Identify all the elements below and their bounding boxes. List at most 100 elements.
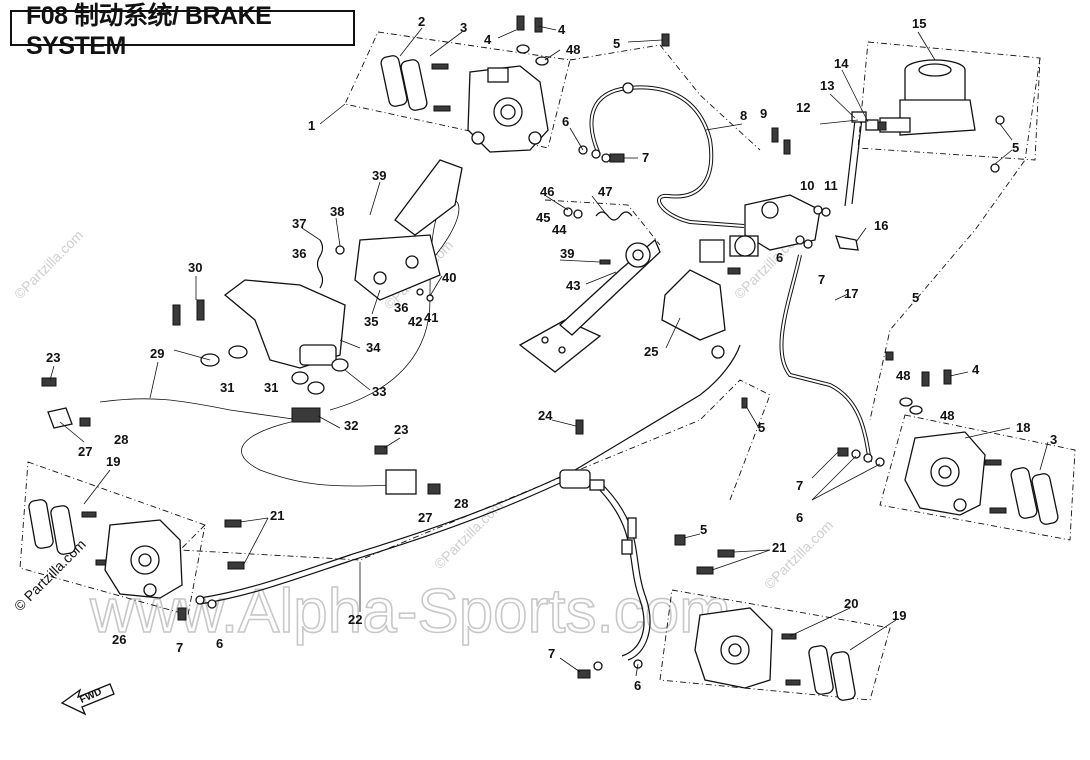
callout-c5b: 5: [1012, 140, 1019, 155]
callout-c23b: 23: [394, 422, 408, 437]
callout-c22: 22: [348, 612, 362, 627]
callout-c37: 37: [292, 216, 306, 231]
brake-pedal-assembly: [518, 207, 661, 373]
front-line-outline: [569, 44, 761, 151]
callout-c31b: 31: [264, 380, 278, 395]
callout-c3b: 3: [1050, 432, 1057, 447]
callout-c4a: 4: [484, 32, 492, 47]
callout-c45: 45: [536, 210, 550, 225]
callout-c5a: 5: [613, 36, 620, 51]
callout-c28a: 28: [114, 432, 128, 447]
master-cylinder-group: [857, 41, 1041, 161]
right-line-outline: [869, 57, 1041, 421]
leader-lines: [49, 25, 1049, 677]
callout-c41: 41: [424, 310, 438, 325]
watermark-main: www.Alpha-Sports.com: [89, 577, 731, 646]
pedal-bracket-25: [661, 239, 741, 359]
rear-left-brake-pads: [28, 499, 111, 566]
callout-c35: 35: [364, 314, 378, 329]
cover-fasteners-30-31-33: [172, 299, 349, 395]
front-right-bolts: [837, 351, 952, 467]
brake-pad-set-front-left: [380, 55, 451, 112]
callout-c48c: 48: [940, 408, 954, 423]
rear-right-caliper: [674, 534, 773, 689]
callout-c34: 34: [366, 340, 381, 355]
callout-c6a: 6: [562, 114, 569, 129]
callout-c47: 47: [598, 184, 612, 199]
rear-right-line: [594, 484, 645, 657]
callout-c18: 18: [1016, 420, 1030, 435]
callout-c43: 43: [566, 278, 580, 293]
callout-c48b: 48: [896, 368, 910, 383]
master-cylinder-reservoir: [879, 59, 1005, 173]
front-right-brake-pads: [984, 459, 1059, 525]
front-left-bolts: [516, 15, 670, 66]
callout-c9: 9: [760, 106, 767, 121]
callout-c4b: 4: [558, 22, 566, 37]
callout-c16: 16: [874, 218, 888, 233]
callout-c36b: 36: [394, 300, 408, 315]
callout-c4c: 4: [972, 362, 980, 377]
center-line: [574, 344, 741, 471]
rear-right-banjo: [577, 659, 643, 679]
parking-cable-lower: [241, 419, 391, 487]
parking-cable-ends: [41, 377, 441, 495]
callout-c7d: 7: [548, 646, 555, 661]
callout-c2: 2: [418, 14, 425, 29]
callout-c31a: 31: [220, 380, 234, 395]
callout-c33: 33: [372, 384, 386, 399]
brake-pipe-fittings: [851, 111, 887, 131]
callout-c25: 25: [644, 344, 658, 359]
watermark-partzilla-1: ©Partzilla.com: [11, 227, 86, 302]
callout-c26: 26: [112, 632, 126, 647]
callout-c7a: 7: [642, 150, 649, 165]
callout-c27a: 27: [78, 444, 92, 459]
callout-c46: 46: [540, 184, 554, 199]
callout-c7c: 7: [176, 640, 183, 655]
callout-c6b: 6: [776, 250, 783, 265]
callout-c42: 42: [408, 314, 422, 329]
callout-c40: 40: [442, 270, 456, 285]
front-left-caliper: [467, 65, 549, 153]
callout-c1: 1: [308, 118, 315, 133]
callout-c6d: 6: [634, 678, 641, 693]
rear-left-caliper: [104, 519, 245, 621]
callout-c6e: 6: [796, 510, 803, 525]
callout-c7e: 7: [796, 478, 803, 493]
callout-c12: 12: [796, 100, 810, 115]
callout-c23a: 23: [46, 350, 60, 365]
pedal-group-outline: [544, 199, 661, 246]
callout-c11: 11: [824, 178, 838, 193]
callout-c17: 17: [844, 286, 858, 301]
front-left-banjo: [578, 82, 634, 163]
brake-pipe-12: [844, 119, 856, 207]
brake-line-22: [199, 469, 576, 599]
rear-right-caliper-group: [659, 589, 891, 701]
parking-cable-29: [99, 398, 301, 421]
callout-c5d: 5: [912, 290, 919, 305]
proportioning-valve: [729, 127, 859, 257]
callout-c21a: 21: [270, 508, 284, 523]
callout-c3a: 3: [460, 20, 467, 35]
callout-c14: 14: [834, 56, 849, 71]
callout-c21b: 21: [772, 540, 786, 555]
callout-c28b: 28: [454, 496, 468, 511]
callout-c13: 13: [820, 78, 834, 93]
copyright-partzilla: © Partzilla.com: [11, 536, 89, 614]
rear-right-brake-pads: [781, 633, 856, 701]
callout-c39b: 39: [372, 168, 386, 183]
callout-c10: 10: [800, 178, 814, 193]
callout-c19a: 19: [106, 454, 120, 469]
callout-c38: 38: [330, 204, 344, 219]
parking-brake-lever: [316, 159, 463, 302]
callout-c48a: 48: [566, 42, 580, 57]
callout-c27b: 27: [418, 510, 432, 525]
callout-c7b: 7: [818, 272, 825, 287]
callout-c5e: 5: [700, 522, 707, 537]
callout-c39a: 39: [560, 246, 574, 261]
front-right-caliper-group: [879, 414, 1076, 541]
callout-c8: 8: [740, 108, 747, 123]
